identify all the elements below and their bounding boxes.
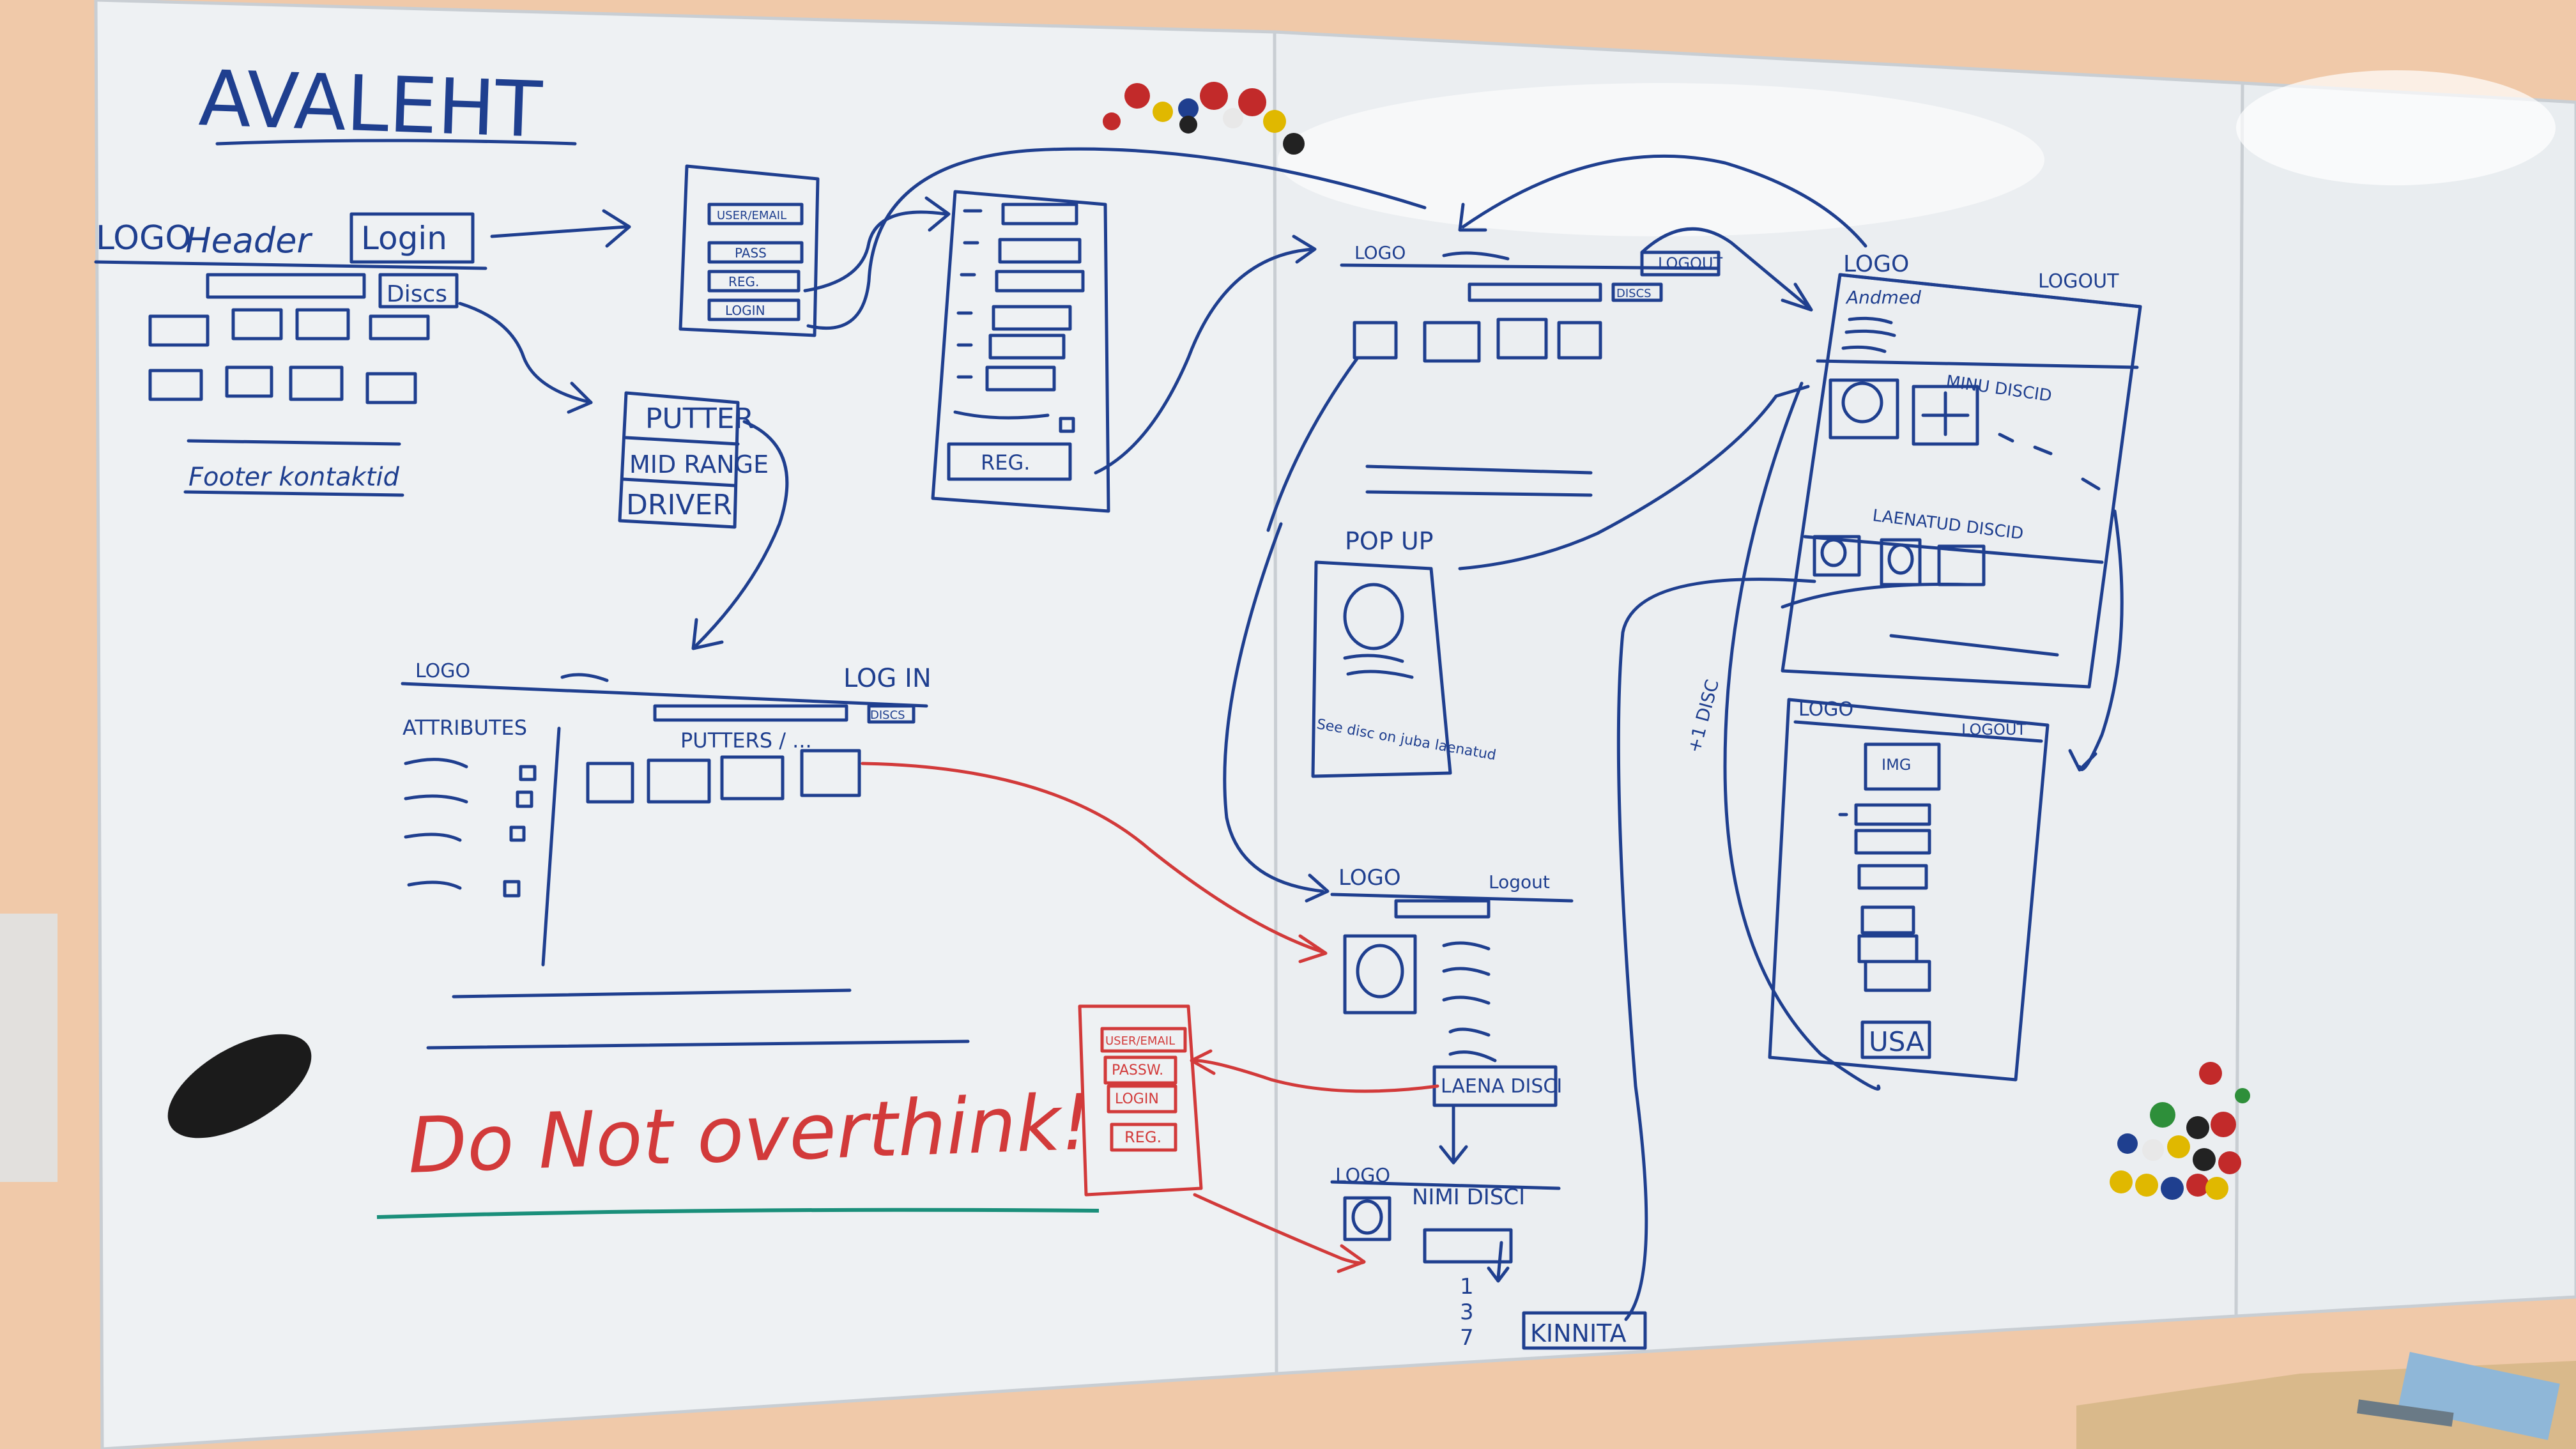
discs-button-label: Discs bbox=[387, 281, 447, 307]
borrow-number-3: 3 bbox=[1460, 1300, 1474, 1325]
whiteboard-panel-3 bbox=[2234, 81, 2576, 1318]
eraser bbox=[167, 1034, 312, 1138]
glare bbox=[1278, 83, 2044, 236]
profile-logout: LOGOUT bbox=[2038, 270, 2119, 293]
left-logo: LOGO bbox=[96, 219, 191, 257]
plastic-holder bbox=[0, 914, 57, 1182]
disc-page-logout: Logout bbox=[1489, 871, 1550, 893]
login-form-pass: PASS bbox=[735, 245, 767, 261]
popup-title: POP UP bbox=[1345, 527, 1434, 555]
login-form-user: USER/EMAIL bbox=[717, 209, 786, 222]
middle-logout: LOGOUT bbox=[1658, 254, 1722, 272]
add-disc-logout: LOGOUT bbox=[1961, 721, 2026, 739]
borrow-logo: LOGO bbox=[1335, 1165, 1390, 1187]
add-disc-logo: LOGO bbox=[1798, 698, 1853, 721]
red-box-user: USER/EMAIL bbox=[1105, 1034, 1175, 1048]
putters-logo: LOGO bbox=[415, 660, 470, 682]
disc-page-logo: LOGO bbox=[1338, 865, 1401, 891]
red-box-pass: PASSW. bbox=[1112, 1062, 1163, 1078]
mask-package bbox=[2398, 1352, 2560, 1440]
board-title: AVALEHT bbox=[197, 54, 544, 155]
glare bbox=[2236, 70, 2556, 185]
borrow-heading: NIMI DISCI bbox=[1412, 1184, 1525, 1210]
add-disc-img: IMG bbox=[1882, 756, 1911, 774]
login-form-login: LOGIN bbox=[725, 303, 765, 318]
category-putter: PUTTER bbox=[645, 402, 754, 435]
add-disc-save: USA bbox=[1869, 1026, 1924, 1057]
putters-heading: PUTTERS / ... bbox=[680, 728, 812, 753]
red-box-login: LOGIN bbox=[1115, 1091, 1159, 1107]
login-form-reg: REG. bbox=[728, 274, 759, 289]
middle-discs: DISCS bbox=[1616, 287, 1652, 300]
attributes-label: ATTRIBUTES bbox=[402, 716, 527, 740]
register-button-label: REG. bbox=[981, 450, 1030, 475]
borrow-number-1: 1 bbox=[1460, 1274, 1474, 1300]
borrow-button-label: LAENA DISCI bbox=[1441, 1075, 1562, 1098]
magnets-top bbox=[1103, 82, 1305, 155]
left-header: Header bbox=[185, 220, 312, 261]
red-box-reg: REG. bbox=[1124, 1128, 1162, 1146]
reminder-underline bbox=[376, 1208, 1100, 1219]
middle-logo: LOGO bbox=[1354, 242, 1406, 263]
magnets-right bbox=[2110, 1062, 2250, 1200]
putters-login: LOG IN bbox=[843, 664, 931, 693]
category-midrange: MID RANGE bbox=[629, 450, 769, 479]
footer-label: Footer kontaktid bbox=[188, 463, 400, 492]
putters-discs: DISCS bbox=[870, 709, 905, 722]
profile-logo: LOGO bbox=[1843, 251, 1909, 277]
confirm-button-label: KINNITA bbox=[1530, 1319, 1626, 1347]
login-button-label: Login bbox=[361, 220, 447, 257]
borrow-number-7: 7 bbox=[1460, 1325, 1474, 1351]
category-driver: DRIVER bbox=[626, 489, 732, 521]
marker-on-desk bbox=[2357, 1399, 2454, 1427]
profile-user: Andmed bbox=[1845, 287, 1921, 308]
